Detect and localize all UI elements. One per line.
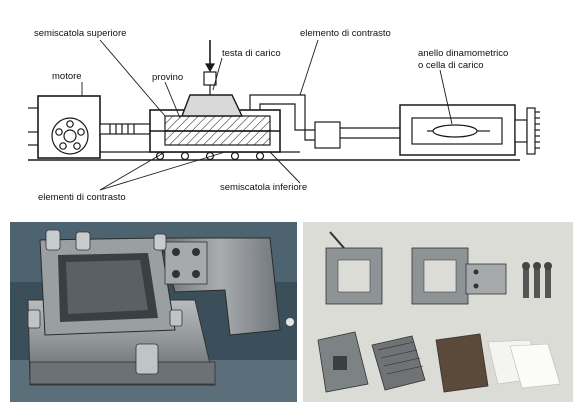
motor-unit [28,95,101,159]
label-contrast-element: elemento di contrasto [300,28,391,39]
photo-disassembled-components [303,222,573,402]
label-load-head: testa di carico [222,48,281,59]
proving-ring-unit [399,104,540,156]
schematic-diagram [28,39,540,191]
leader-lines [81,39,453,191]
contrast-element-yoke [249,94,400,149]
shear-box [149,40,281,161]
diagram-labels: semiscatola superiore provino testa di c… [34,28,508,203]
drive-screw [99,123,151,135]
label-ring-line2: o cella di carico [418,60,483,71]
label-lower-half-box: semiscatola inferiore [220,182,307,193]
photo-assembled-apparatus [10,222,297,402]
label-ring-line1: anello dinamometrico [418,48,508,59]
label-contrast-elements: elementi di contrasto [38,192,126,203]
label-motor: motore [52,71,82,82]
label-specimen: provino [152,72,183,83]
label-upper-half-box: semiscatola superiore [34,28,126,39]
